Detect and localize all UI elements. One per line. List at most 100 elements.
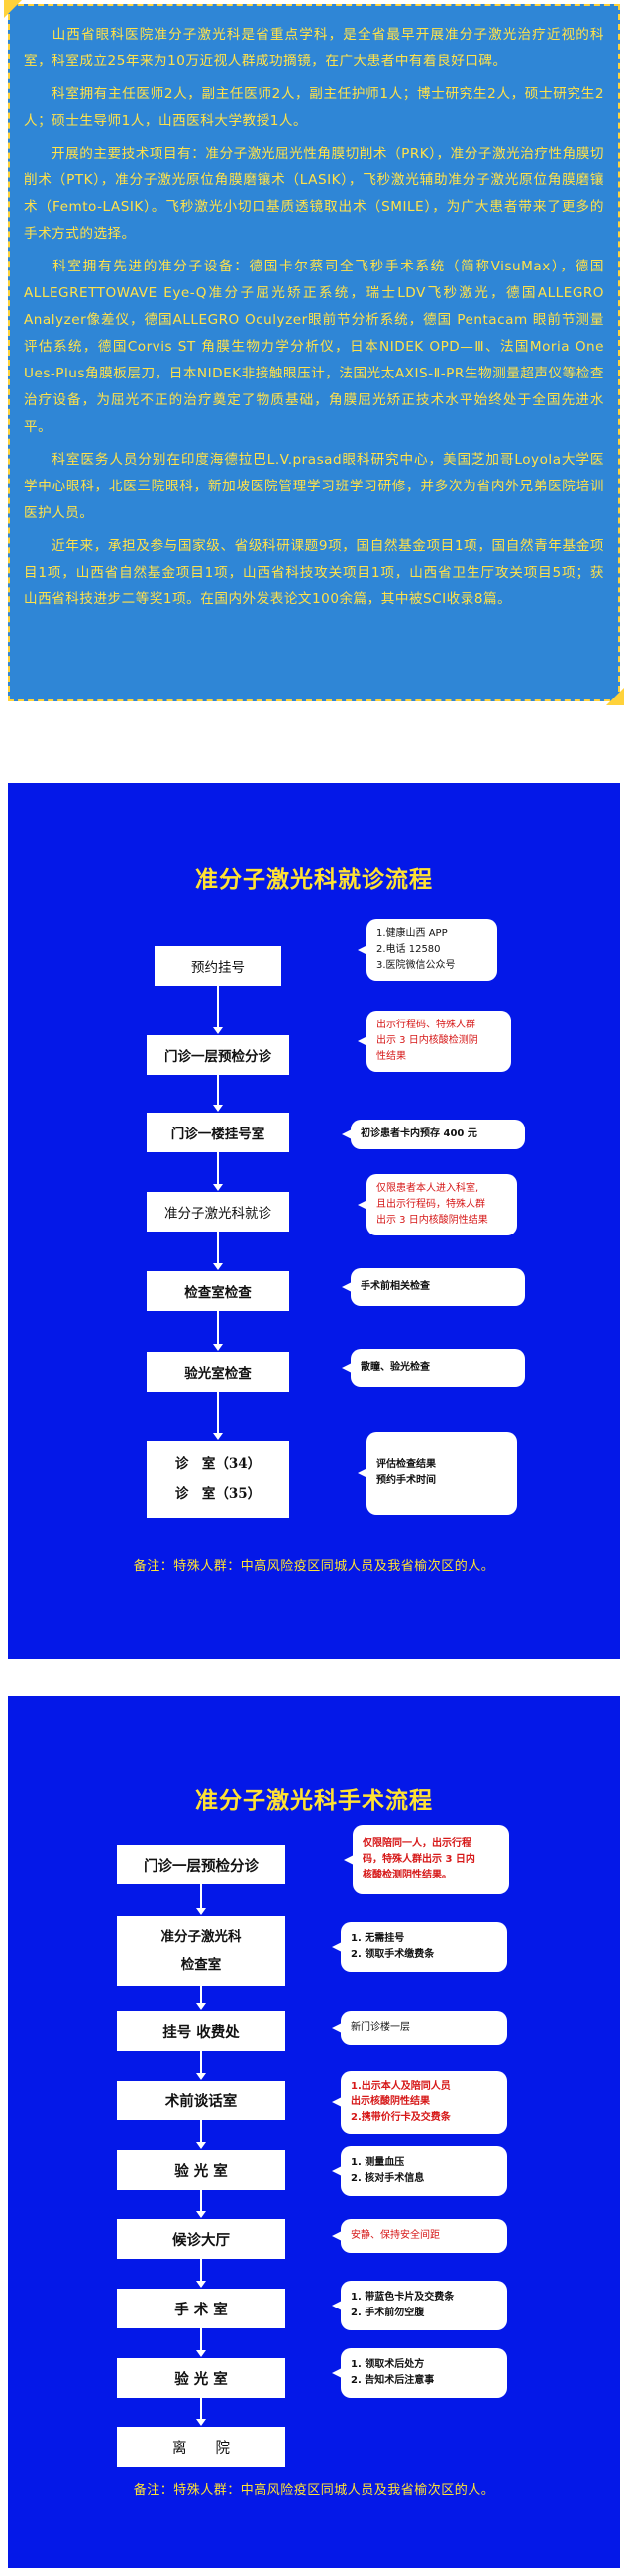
- callout-pointer: [332, 1942, 342, 1952]
- arrow-down-icon: [196, 2073, 206, 2080]
- callout-line: 2. 告知术后注意事: [351, 2375, 435, 2386]
- flow-connector: [200, 2190, 202, 2211]
- flow-connector: [217, 986, 219, 1027]
- flow-connector: [200, 2120, 202, 2142]
- callout-pointer: [342, 1363, 352, 1373]
- flow-connector: [200, 2328, 202, 2350]
- callout-line: 评估检查结果: [376, 1459, 436, 1470]
- callout-note: 手术前相关检查: [342, 1268, 525, 1306]
- flow-step-box: 验 光 室: [117, 2150, 285, 2190]
- arrow-down-icon: [196, 2281, 206, 2288]
- callout-line: 1.出示本人及陪同人员: [351, 2081, 451, 2092]
- arrow-down-icon: [213, 1184, 223, 1191]
- callout-pointer: [332, 2301, 342, 2310]
- flow-step-label: 诊 室（35）: [174, 1486, 262, 1502]
- callout-line: 出示行程码、特殊人群: [376, 1020, 475, 1030]
- arrow-down-icon: [213, 1027, 223, 1034]
- flow-step-box: 验 光 室: [117, 2358, 285, 2398]
- callout-line: 1. 领取术后处方: [351, 2359, 425, 2370]
- intro-paragraph: 近年来，承担及参与国家级、省级科研课题9项，国自然基金项目1项，国自然青年基金项…: [24, 538, 604, 607]
- flow-title: 准分子激光科就诊流程: [195, 866, 433, 893]
- flow-step-label: 检查室: [180, 1957, 222, 1973]
- flow-step-box: 检查室检查: [147, 1271, 289, 1311]
- callout-note: 出示行程码、特殊人群 出示 3 日内核酸检测阴 性结果: [358, 1011, 511, 1072]
- arrow-down-icon: [213, 1433, 223, 1440]
- consultation-flow-panel: 准分子激光科就诊流程 预约挂号 门诊一层预检分诊 门诊一楼挂号室 准分子激光科就…: [8, 783, 620, 1659]
- callout-note: 仅限陪同一人，出示行程 码，特殊人群出示 3 日内 核酸检测阴性结果。: [344, 1825, 509, 1894]
- flow-step-box: 门诊一楼挂号室: [147, 1113, 289, 1152]
- callout-line: 新门诊楼一层: [351, 2022, 410, 2033]
- callout-line: 出示核酸阴性结果: [351, 2096, 430, 2107]
- callout-pointer: [332, 2097, 342, 2107]
- flow-step-box: 离 院: [117, 2427, 285, 2467]
- callout-line: 初诊患者卡内预存 400 元: [361, 1128, 477, 1139]
- callout-note: 安静、保持安全间距: [332, 2219, 507, 2253]
- callout-note: 1. 领取术后处方 2. 告知术后注意事: [332, 2348, 507, 2398]
- callout-line: 预约手术时间: [376, 1475, 436, 1486]
- flow-connector: [217, 1152, 219, 1184]
- callout-note: 散瞳、验光检查: [342, 1349, 525, 1387]
- flow-step-box: 手 术 室: [117, 2289, 285, 2328]
- callout-note: 初诊患者卡内预存 400 元: [342, 1120, 525, 1149]
- flow-connector: [200, 2051, 202, 2073]
- callout-note: 1. 测量血压 2. 核对手术信息: [332, 2146, 507, 2196]
- callout-note: 1. 带蓝色卡片及交费条 2. 手术前勿空腹: [332, 2281, 507, 2330]
- callout-line: 码，特殊人群出示 3 日内: [363, 1854, 475, 1865]
- flow-title: 准分子激光科手术流程: [195, 1787, 433, 1814]
- callout-line: 手术前相关检查: [361, 1281, 430, 1292]
- callout-pointer: [358, 945, 367, 955]
- callout-line: 3.医院微信公众号: [376, 960, 456, 971]
- flow-step-box: 门诊一层预检分诊: [117, 1845, 285, 1884]
- callout-note: 1. 无需挂号 2. 领取手术缴费条: [332, 1922, 507, 1972]
- callout-pointer: [358, 1468, 367, 1478]
- callout-note: 1.健康山西 APP 2.电话 12580 3.医院微信公众号: [358, 919, 497, 981]
- callout-line: 且出示行程码，特殊人群: [376, 1199, 485, 1210]
- callout-pointer: [332, 2231, 342, 2241]
- flow-step-label: 准分子激光科: [160, 1929, 242, 1945]
- callout-line: 核酸检测阴性结果。: [363, 1870, 452, 1880]
- callout-pointer: [332, 2023, 342, 2033]
- flow-connector: [200, 2259, 202, 2281]
- callout-pointer: [344, 1855, 354, 1865]
- surgery-flow-panel: 准分子激光科手术流程 门诊一层预检分诊 准分子激光科 检查室 挂号 收费处 术前…: [8, 1696, 620, 2568]
- intro-paragraph: 科室拥有先进的准分子设备：德国卡尔蔡司全飞秒手术系统（简称VisuMax），德国…: [24, 259, 604, 435]
- callout-pointer: [332, 2368, 342, 2378]
- callout-line: 2. 手术前勿空腹: [351, 2308, 425, 2318]
- callout-note: 仅限患者本人进入科室, 且出示行程码，特殊人群 出示 3 日内核酸阴性结果: [358, 1174, 517, 1235]
- flow-footnote: 备注：特殊人群：中高风险疫区同城人员及我省榆次区的人。: [133, 1559, 495, 1574]
- arrow-down-icon: [213, 1263, 223, 1270]
- callout-pointer: [358, 1036, 367, 1046]
- arrow-down-icon: [196, 2419, 206, 2426]
- flow-step-box: 候诊大厅: [117, 2219, 285, 2259]
- callout-note: 1.出示本人及陪同人员 出示核酸阴性结果 2.携带价行卡及交费条: [332, 2071, 507, 2134]
- flow-step-box: 验光室检查: [147, 1352, 289, 1392]
- flow-connector: [217, 1075, 219, 1105]
- flow-connector: [200, 2398, 202, 2419]
- callout-note: 新门诊楼一层: [332, 2011, 507, 2045]
- flow-step-label: 诊 室（34）: [174, 1456, 262, 1472]
- arrow-down-icon: [213, 1344, 223, 1351]
- intro-text-block: 山西省眼科医院准分子激光科是省重点学科，是全省最早开展准分子激光治疗近视的科室，…: [4, 0, 624, 705]
- flow-step-box: 挂号 收费处: [117, 2011, 285, 2051]
- flow-connector: [200, 1884, 202, 1908]
- arrow-down-icon: [196, 2003, 206, 2010]
- callout-line: 仅限患者本人进入科室,: [376, 1183, 479, 1194]
- flow-step-box: 门诊一层预检分诊: [147, 1035, 289, 1075]
- callout-line: 1.健康山西 APP: [376, 928, 448, 939]
- callout-line: 2. 领取手术缴费条: [351, 1949, 435, 1960]
- callout-line: 2. 核对手术信息: [351, 2173, 425, 2184]
- callout-line: 仅限陪同一人，出示行程: [363, 1838, 471, 1849]
- flow-step-box: 诊 室（34） 诊 室（35）: [147, 1441, 289, 1518]
- flow-footnote: 备注：特殊人群：中高风险疫区同城人员及我省榆次区的人。: [133, 2483, 495, 2498]
- corner-decoration: [4, 0, 22, 18]
- flow-connector: [217, 1311, 219, 1344]
- flow-step-box: 准分子激光科就诊: [147, 1192, 289, 1232]
- callout-pointer: [342, 1282, 352, 1292]
- flow-step-box: 准分子激光科 检查室: [117, 1916, 285, 1986]
- callout-line: 散瞳、验光检查: [361, 1362, 430, 1373]
- arrow-down-icon: [213, 1105, 223, 1112]
- arrow-down-icon: [196, 1908, 206, 1915]
- flow-connector: [217, 1232, 219, 1263]
- callout-pointer: [342, 1129, 352, 1139]
- intro-paragraph: 山西省眼科医院准分子激光科是省重点学科，是全省最早开展准分子激光治疗近视的科室，…: [24, 27, 604, 69]
